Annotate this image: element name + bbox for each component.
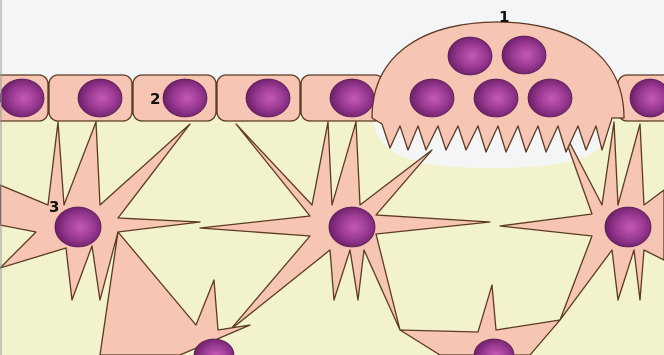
label-2: 2 (150, 90, 160, 108)
nucleus (246, 79, 290, 117)
nucleus (0, 79, 44, 117)
label-1: 1 (499, 8, 509, 26)
label-3: 3 (49, 198, 59, 216)
nucleus (448, 37, 492, 75)
nucleus (55, 207, 101, 247)
nucleus (528, 79, 572, 117)
nucleus (78, 79, 122, 117)
nucleus (410, 79, 454, 117)
nucleus (329, 207, 375, 247)
nucleus (502, 36, 546, 74)
nucleus (474, 79, 518, 117)
nucleus (330, 79, 374, 117)
nucleus (605, 207, 651, 247)
nucleus (163, 79, 207, 117)
